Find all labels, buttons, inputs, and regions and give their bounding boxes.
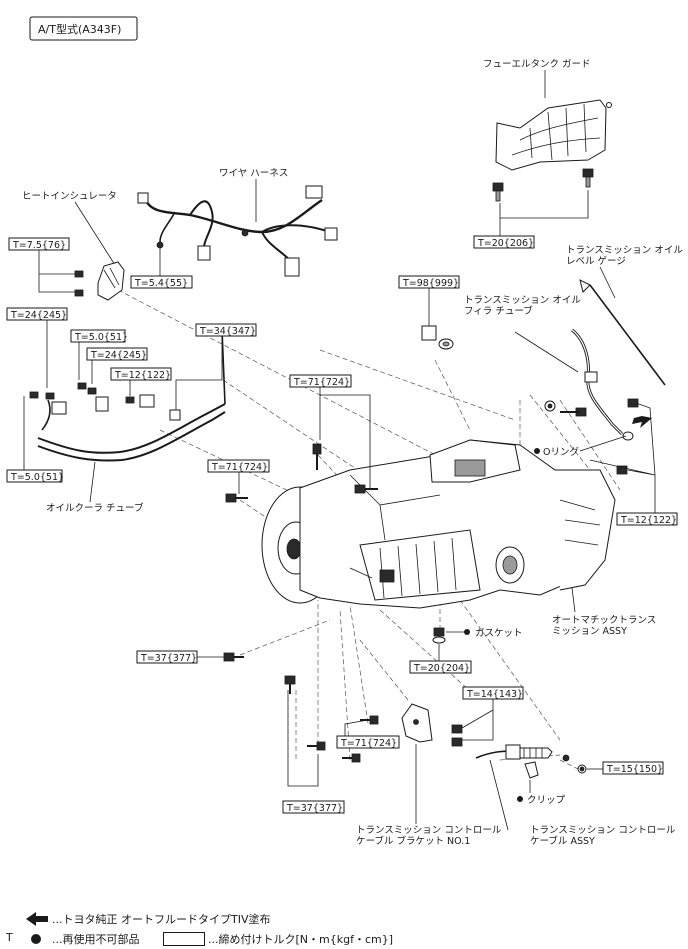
legend-arrow-icon [26, 912, 48, 926]
torque-cooler-347: T=34{347} [199, 326, 256, 337]
torque-harness: T=5.4{55} [134, 278, 188, 289]
torque-insulator: T=7.5{76} [12, 240, 66, 251]
model-title: A/T型式(A343F) [29, 16, 138, 41]
o-ring-dot [534, 448, 540, 454]
oil-filler-tube [571, 328, 634, 441]
torque-cooler-122: T=12{122} [114, 370, 171, 381]
fuel-tank-guard [495, 99, 612, 171]
guard-bolts [492, 168, 594, 202]
torque-guard: T=20{206} [477, 238, 534, 249]
torque-cooler-51b: T=5.0{51} [10, 472, 64, 483]
legend-arrow-text: ...トヨタ純正 オートフルードタイプTIV塗布 [52, 913, 271, 926]
oil-level-gauge [579, 279, 666, 386]
torque-gauge: T=98{999} [402, 278, 459, 289]
legend-box-text: ...締め付けトルク[N・m{kgf・cm}] [208, 933, 394, 946]
drain-plug [432, 627, 470, 644]
torque-bracket-143: T=14{143} [466, 689, 523, 700]
automatic-transmission [261, 439, 616, 609]
torque-left-377: T=37{377} [140, 653, 197, 664]
torque-cooler-245b: T=24{245} [90, 350, 147, 361]
filler-bolts [544, 398, 639, 475]
torque-pan-204: T=20{204} [413, 663, 470, 674]
control-cable [475, 744, 587, 779]
label-cable-assy: トランスミッション コントロールケーブル ASSY [530, 825, 676, 847]
label-oil-cooler-tube: オイルクーラ チューブ [46, 502, 144, 514]
fluid-apply-arrow [632, 416, 652, 428]
label-fuel-tank-guard: フューエルタンク ガード [483, 59, 591, 70]
label-clip: クリップ [527, 795, 566, 806]
label-wire-harness: ワイヤ ハーネス [219, 168, 288, 179]
label-gasket: ガスケット [475, 628, 523, 639]
torque-bot-724: T=71{724} [340, 738, 397, 749]
heat-insulator [74, 261, 125, 301]
torque-cable-150: T=15{150} [606, 764, 663, 775]
svg-text:A/T型式(A343F): A/T型式(A343F) [38, 22, 121, 36]
torque-left-724: T=71{724} [211, 462, 268, 473]
legend-dot-icon [31, 934, 41, 944]
label-o-ring: Oリング [543, 446, 579, 458]
alignment-lines [117, 289, 621, 771]
torque-bot-377: T=37{377} [286, 803, 343, 814]
wire-harness [137, 185, 338, 277]
label-filler-tube: トランスミッション オイルフィラ チューブ [464, 295, 581, 317]
label-heat-insulator: ヒートインシュレータ [22, 191, 117, 202]
legend-dot-text: ...再使用不可部品 [52, 933, 140, 946]
cable-bracket [401, 703, 433, 743]
legend-torque-box-icon [163, 932, 205, 946]
bottom-bolts [284, 675, 379, 763]
torque-top-724: T=71{724} [293, 377, 350, 388]
torque-cooler-top: T=24{245} [10, 310, 67, 321]
oil-cooler-tube [29, 329, 226, 462]
torque-right-122: T=12{122} [620, 515, 677, 526]
legend-t-letter: T [6, 931, 13, 944]
gauge-nut [421, 325, 454, 350]
label-cable-bracket: トランスミッション コントロールケーブル ブラケット NO.1 [356, 825, 502, 847]
torque-cooler-51: T=5.0{51} [74, 332, 128, 343]
clip-dot [517, 796, 523, 802]
label-at-assy: オートマチックトランスミッション ASSY [552, 615, 656, 637]
label-level-gauge: トランスミッション オイルレベル ゲージ [566, 245, 683, 267]
